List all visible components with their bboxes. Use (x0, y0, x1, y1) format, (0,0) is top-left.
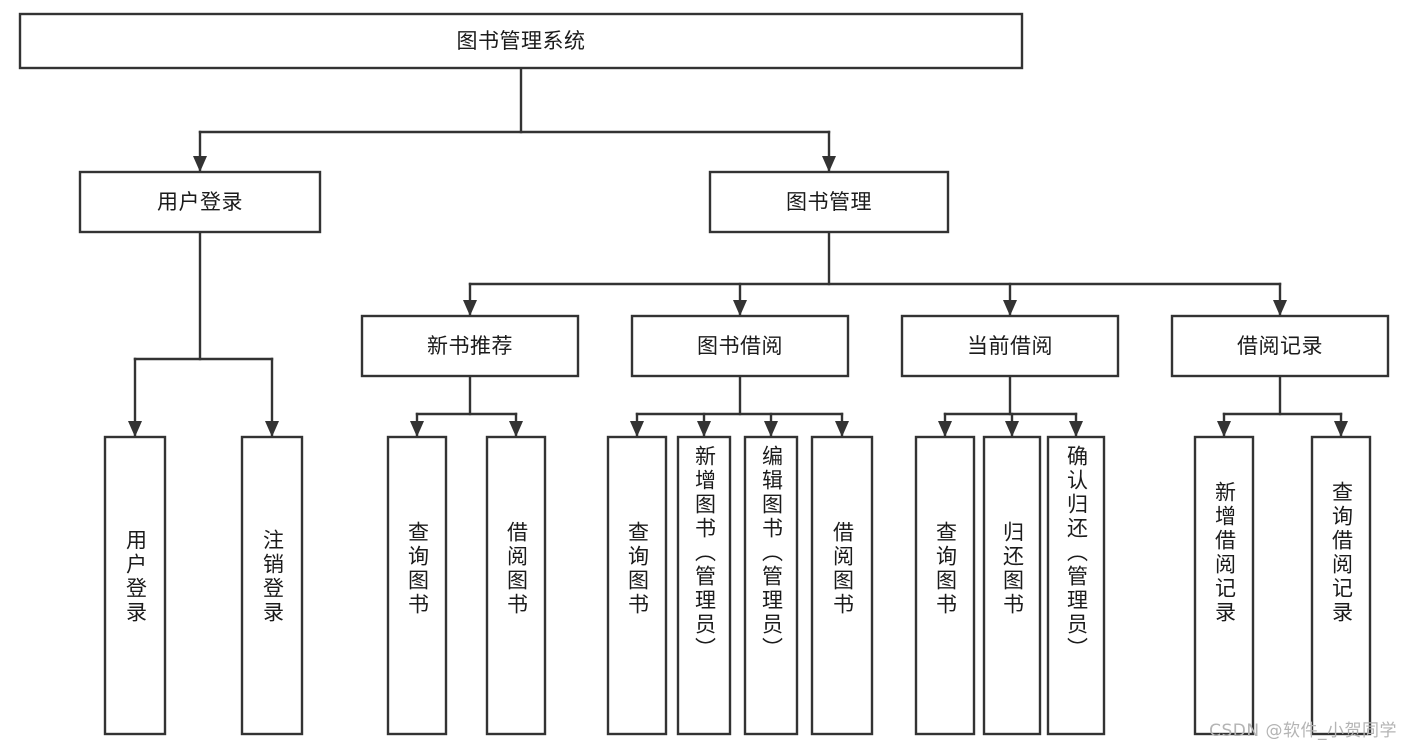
node-label-current-borrow: 当前借阅 (967, 334, 1053, 358)
node-box-book-management[interactable] (708, 170, 950, 234)
watermark-text: CSDN @软件_小贺同学 (1209, 721, 1397, 741)
node-box-leaf-query-book-borrow[interactable] (606, 435, 668, 736)
node-label-book-borrow: 图书借阅 (697, 334, 783, 358)
node-box-leaf-user-login[interactable] (103, 435, 167, 736)
node-box-new-book-recommend[interactable] (360, 314, 580, 378)
arrow-head (1334, 421, 1348, 437)
arrow-head (764, 421, 778, 437)
node-box-borrow-record[interactable] (1170, 314, 1390, 378)
arrow-head (822, 156, 836, 172)
node-box-leaf-query-book-current[interactable] (914, 435, 976, 736)
node-box-leaf-logout[interactable] (240, 435, 304, 736)
arrow-head (835, 421, 849, 437)
arrow-head (1005, 421, 1019, 437)
node-label-user-login: 用户登录 (157, 190, 243, 214)
node-box-leaf-return-book[interactable] (982, 435, 1042, 736)
arrow-head (630, 421, 644, 437)
node-box-leaf-query-book-rec[interactable] (386, 435, 448, 736)
arrow-head (410, 421, 424, 437)
arrow-head (463, 300, 477, 316)
node-label-borrow-record: 借阅记录 (1237, 334, 1323, 358)
arrow-head (1273, 300, 1287, 316)
node-box-root[interactable] (18, 12, 1024, 70)
connector-layer (128, 66, 1348, 439)
node-label-book-management: 图书管理 (786, 190, 872, 214)
node-box-leaf-add-book-admin[interactable] (676, 435, 732, 736)
node-box-book-borrow[interactable] (630, 314, 850, 378)
arrow-head (733, 300, 747, 316)
arrow-head (1003, 300, 1017, 316)
arrow-head (697, 421, 711, 437)
arrow-head (509, 421, 523, 437)
box-layer (18, 12, 1390, 736)
arrow-head (265, 421, 279, 437)
node-box-leaf-borrow-book-rec[interactable] (485, 435, 547, 736)
node-box-user-login[interactable] (78, 170, 322, 234)
node-box-leaf-confirm-return-admin[interactable] (1046, 435, 1106, 736)
node-box-current-borrow[interactable] (900, 314, 1120, 378)
node-box-leaf-add-borrow-record[interactable] (1193, 435, 1255, 736)
node-label-root: 图书管理系统 (457, 29, 586, 53)
arrow-head (128, 421, 142, 437)
arrow-head (193, 156, 207, 172)
node-box-leaf-edit-book-admin[interactable] (743, 435, 799, 736)
arrow-head (1069, 421, 1083, 437)
node-box-leaf-borrow-book[interactable] (810, 435, 874, 736)
arrow-head (938, 421, 952, 437)
arrow-head (1217, 421, 1231, 437)
node-box-leaf-query-borrow-record[interactable] (1310, 435, 1372, 736)
node-label-new-book-recommend: 新书推荐 (427, 334, 513, 358)
